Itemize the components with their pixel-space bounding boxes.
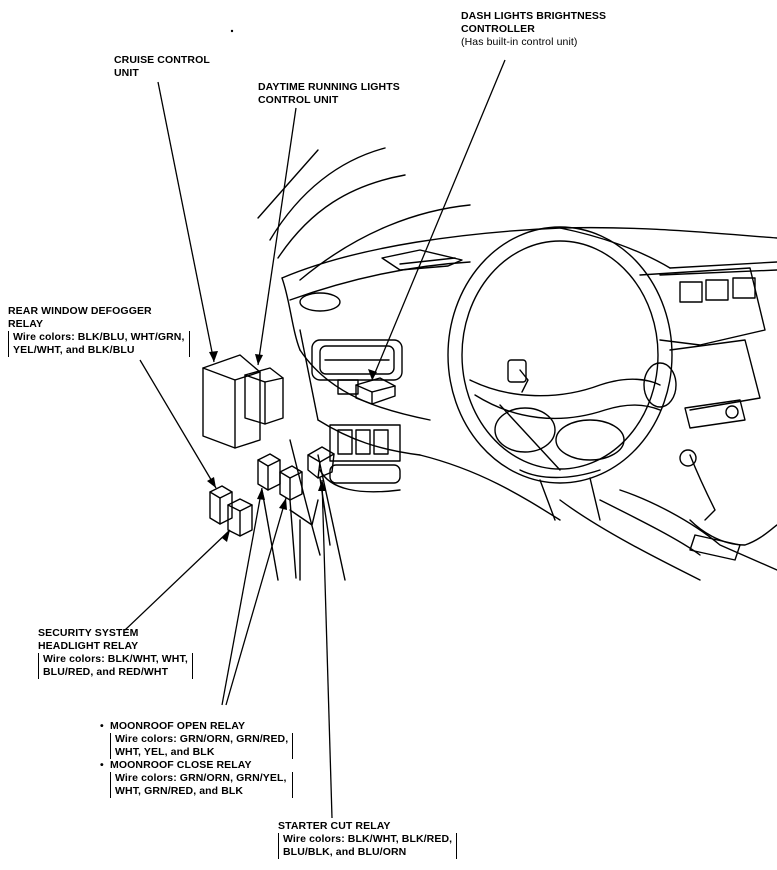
leader-moonroof-open	[221, 487, 263, 706]
label-cruise-control: CRUISE CONTROL UNIT	[114, 54, 210, 80]
arrowheads	[207, 351, 377, 542]
rear-window-wires: Wire colors: BLK/BLU, WHT/GRN, YEL/WHT, …	[8, 331, 190, 357]
moonroof-open-row: • MOONROOF OPEN RELAY	[100, 720, 293, 733]
moonroof-close-wire-2: WHT, GRN/RED, and BLK	[115, 785, 244, 797]
dash-lights-title-1: DASH LIGHTS BRIGHTNESS	[461, 10, 607, 22]
starter-cut-wire-2: BLU/BLK, and BLU/ORN	[283, 846, 407, 858]
starter-cut-relay	[307, 446, 335, 479]
security-wires: Wire colors: BLK/WHT, WHT, BLU/RED, and …	[38, 653, 193, 679]
label-rear-window-defogger: REAR WINDOW DEFOGGER RELAY Wire colors: …	[8, 305, 190, 357]
label-daytime-running: DAYTIME RUNNING LIGHTS CONTROL UNIT	[258, 81, 400, 107]
label-starter-cut: STARTER CUT RELAY Wire colors: BLK/WHT, …	[278, 820, 458, 859]
gear-shifter	[599, 449, 777, 561]
arrow-moonroof-close	[279, 498, 287, 510]
security-wire-2: BLU/RED, and RED/WHT	[43, 666, 169, 678]
arrow-rear-window	[207, 477, 216, 488]
arrow-moonroof-open	[257, 488, 265, 500]
starter-cut-wire-1: Wire colors: BLK/WHT, BLK/RED,	[283, 833, 453, 845]
moonroof-close-relay	[279, 465, 303, 501]
stray-dot	[230, 29, 234, 33]
rear-window-wire-2: YEL/WHT, and BLK/BLU	[13, 344, 135, 356]
leader-starter-cut	[321, 479, 333, 819]
daytime-title-2: CONTROL UNIT	[258, 94, 339, 106]
arrow-cruise	[209, 351, 218, 362]
leader-dash-lights	[371, 59, 506, 381]
center-controls	[319, 424, 401, 493]
dashboard-outline	[281, 226, 777, 456]
defroster-vent	[381, 249, 463, 271]
moonroof-open-title: MOONROOF OPEN RELAY	[110, 720, 246, 732]
moonroof-close-bullet: •	[100, 759, 104, 771]
moonroof-close-wire-1: Wire colors: GRN/ORN, GRN/YEL,	[115, 772, 287, 784]
dash-lights-note: (Has built-in control unit)	[461, 36, 578, 48]
leader-moonroof-close	[225, 497, 287, 706]
moonroof-close-title: MOONROOF CLOSE RELAY	[110, 759, 252, 771]
center-vent	[311, 339, 403, 381]
security-title-2: HEADLIGHT RELAY	[38, 640, 139, 652]
label-dash-lights: DASH LIGHTS BRIGHTNESS CONTROLLER (Has b…	[461, 10, 606, 49]
relay-wiring	[261, 477, 331, 581]
moonroof-open-wires: Wire colors: GRN/ORN, GRN/RED, WHT, YEL,…	[110, 733, 294, 759]
arrow-dash-lights	[368, 369, 377, 380]
security-title-1: SECURITY SYSTEM	[38, 627, 139, 639]
dash-lights-controller-body	[337, 377, 396, 405]
cruise-title-2: UNIT	[114, 67, 139, 79]
daytime-running-lights-unit	[244, 367, 284, 425]
security-headlight-relay	[227, 498, 253, 537]
cruise-title-1: CRUISE CONTROL	[114, 54, 210, 66]
side-vent	[299, 292, 341, 312]
arrow-security	[222, 530, 230, 542]
instrument-cluster	[639, 267, 766, 429]
rear-window-title-1: REAR WINDOW DEFOGGER	[8, 305, 152, 317]
label-moonroof: • MOONROOF OPEN RELAY Wire colors: GRN/OR…	[100, 720, 294, 798]
moonroof-open-bullet: •	[100, 720, 104, 732]
leader-rear-window	[139, 359, 217, 489]
starter-cut-title: STARTER CUT RELAY	[278, 820, 391, 832]
moonroof-close-wires: Wire colors: GRN/ORN, GRN/YEL, WHT, GRN/…	[110, 772, 294, 798]
label-security-system: SECURITY SYSTEM HEADLIGHT RELAY Wire col…	[38, 627, 193, 679]
steering-column	[539, 477, 601, 521]
leader-daytime	[257, 107, 297, 366]
rear-window-defogger-relay	[209, 485, 233, 525]
moonroof-close-row: • MOONROOF CLOSE RELAY	[100, 759, 293, 772]
rear-window-wire-1: Wire colors: BLK/BLU, WHT/GRN,	[13, 331, 185, 343]
leader-cruise	[157, 81, 215, 363]
daytime-title-1: DAYTIME RUNNING LIGHTS	[258, 81, 400, 93]
rear-window-title-2: RELAY	[8, 318, 44, 330]
arrow-starter-cut	[318, 480, 326, 491]
starter-cut-wires: Wire colors: BLK/WHT, BLK/RED, BLU/BLK, …	[278, 833, 458, 859]
leader-lines	[124, 59, 506, 819]
cruise-control-unit	[202, 354, 261, 449]
moonroof-open-wire-2: WHT, YEL, and BLK	[115, 746, 215, 758]
steering-wheel	[447, 226, 677, 484]
security-wire-1: Wire colors: BLK/WHT, WHT,	[43, 653, 188, 665]
dash-lights-title-2: CONTROLLER	[461, 23, 535, 35]
leader-security	[124, 529, 231, 631]
moonroof-open-relay	[257, 453, 281, 491]
moonroof-open-wire-1: Wire colors: GRN/ORN, GRN/RED,	[115, 733, 289, 745]
arrow-daytime	[255, 354, 263, 365]
